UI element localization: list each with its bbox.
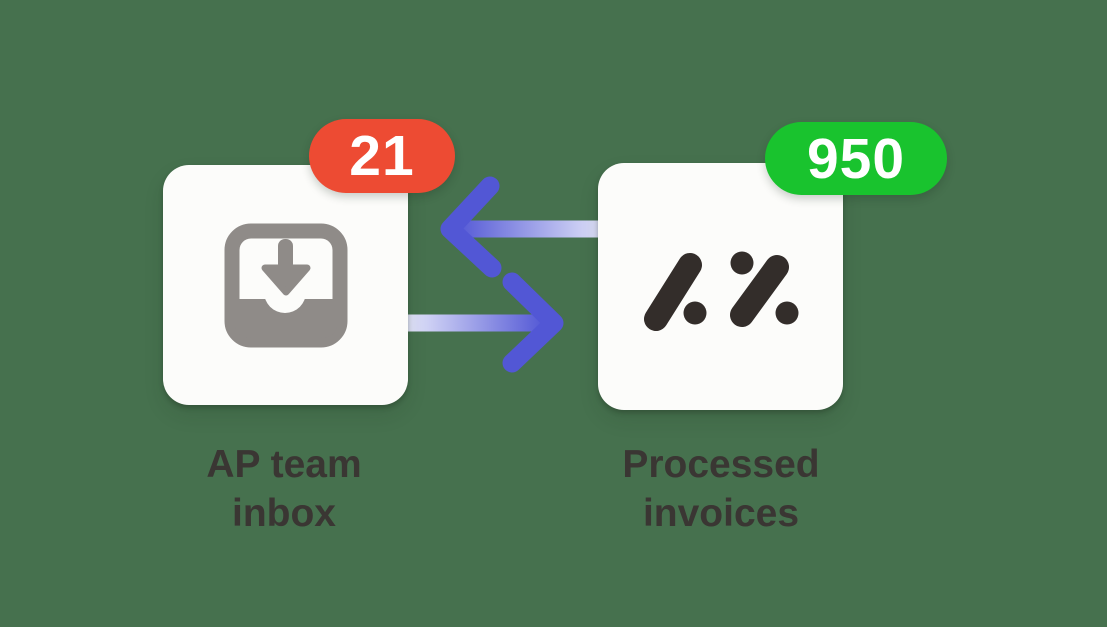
ap-inbox-count: 21	[349, 124, 415, 188]
ap-inbox-count-badge: 21	[309, 119, 455, 193]
processed-invoices-count-badge: 950	[765, 122, 947, 195]
arrow-top-left-pointing	[440, 176, 612, 278]
processed-invoices-count: 950	[806, 126, 906, 191]
ap-team-inbox-label: AP team inbox	[206, 443, 362, 535]
processed-invoices-card	[598, 163, 843, 410]
processed-invoices-label: Processed invoices	[622, 443, 820, 535]
arrow-bottom-right-pointing	[402, 272, 564, 373]
slash-dot-percent-logo	[643, 251, 798, 331]
ap-team-inbox-card	[163, 165, 408, 405]
bottom-arrow-head	[502, 272, 564, 373]
top-arrow-head	[440, 176, 502, 278]
inbox-download-icon	[224, 223, 347, 347]
